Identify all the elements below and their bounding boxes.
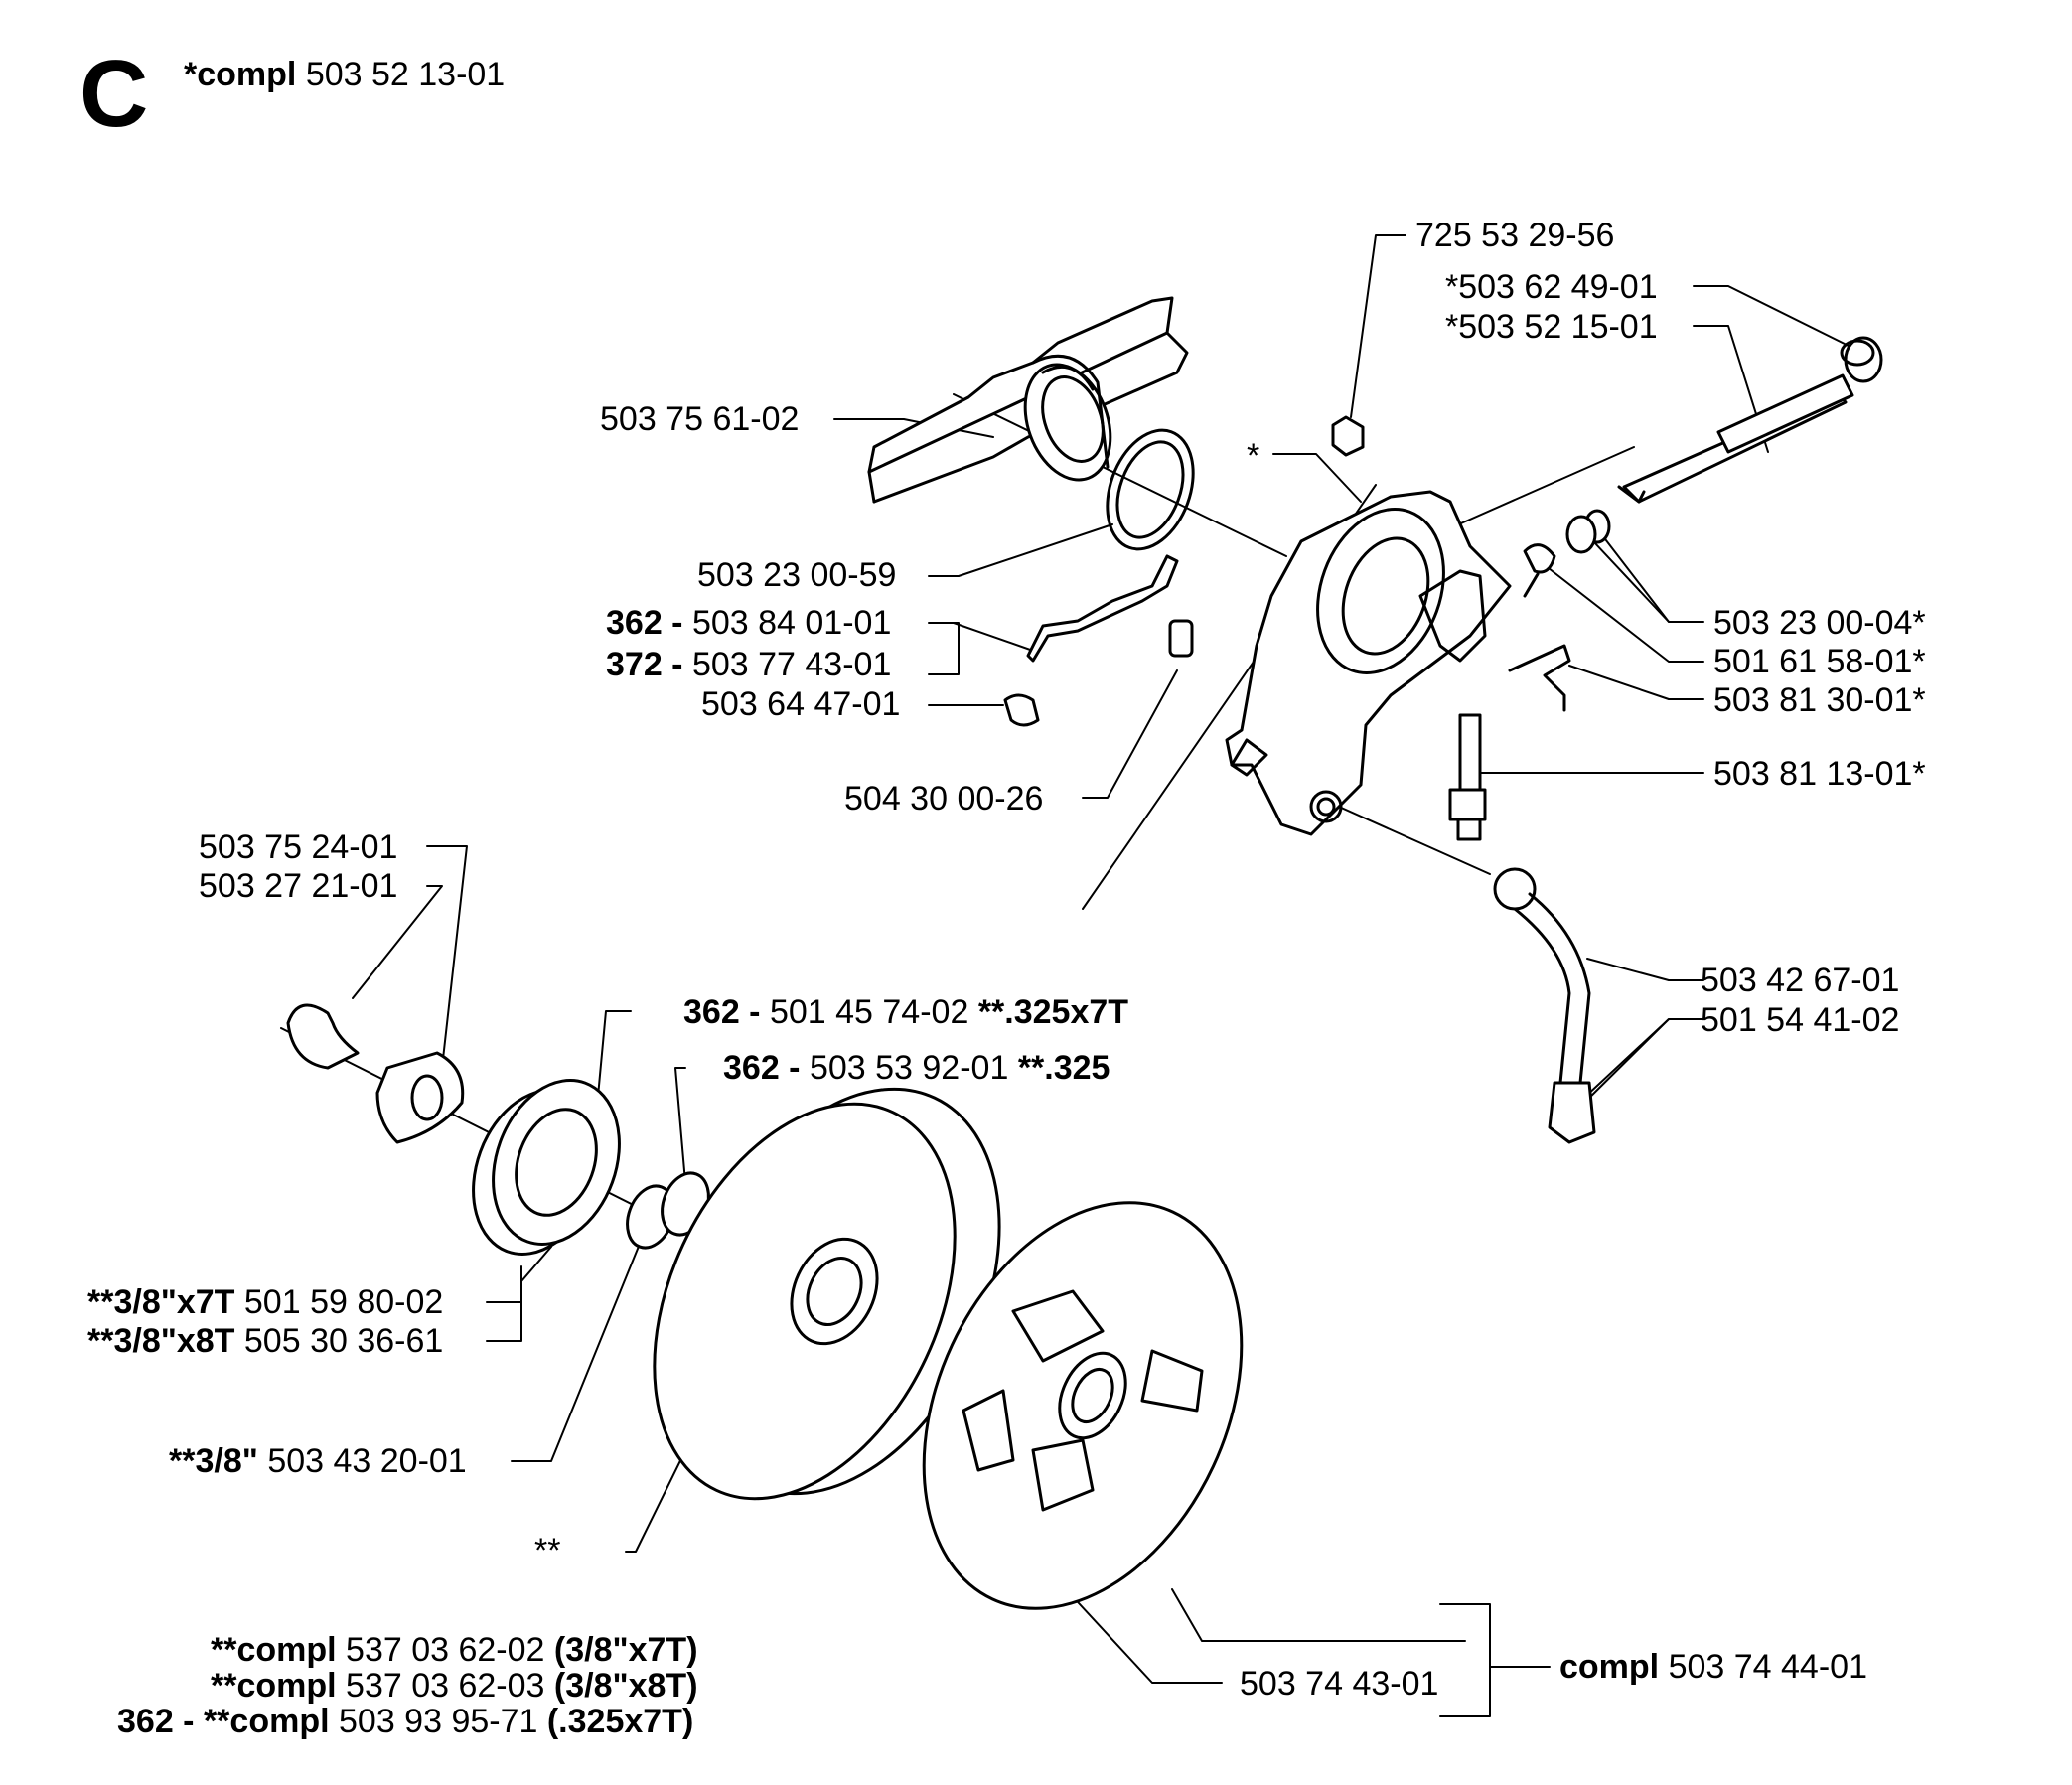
part-725532956[interactable]: 725 53 29-56 bbox=[1415, 217, 1615, 254]
compl-number: 503 74 44-01 bbox=[1668, 1648, 1867, 1686]
part-503756102[interactable]: 503 75 61-02 bbox=[600, 400, 800, 438]
model-prefix: 362 - bbox=[723, 1049, 801, 1087]
part-501615801[interactable]: 501 61 58-01* bbox=[1713, 643, 1926, 680]
part-number: 537 03 62-02 bbox=[346, 1631, 545, 1669]
leader-lines bbox=[353, 235, 1862, 1716]
variant-suffix: (3/8"x8T) bbox=[553, 1667, 698, 1705]
part-503840101[interactable]: 362 - 503 84 01-01 bbox=[606, 604, 891, 642]
rim-sprocket bbox=[452, 1063, 642, 1272]
part-503811301[interactable]: 503 81 13-01* bbox=[1713, 755, 1926, 793]
compl-prefix: **compl bbox=[211, 1631, 337, 1669]
part-503272101[interactable]: 503 27 21-01 bbox=[199, 867, 398, 905]
compl-assembly-right[interactable]: compl 503 74 44-01 bbox=[1559, 1648, 1867, 1686]
star-marker: * bbox=[1247, 437, 1260, 475]
part-503539201[interactable]: 362 - 503 53 92-01 **.325 bbox=[723, 1049, 1110, 1087]
part-number: 501 45 74-02 bbox=[769, 993, 969, 1031]
part-number: 505 30 36-61 bbox=[243, 1322, 444, 1360]
pump-housing bbox=[1227, 492, 1510, 834]
footer-assembly-2[interactable]: **compl 537 03 62-03 (3/8"x8T) bbox=[211, 1667, 698, 1705]
variant-suffix: **.325x7T bbox=[977, 993, 1129, 1031]
part-number: 503 77 43-01 bbox=[691, 646, 892, 683]
oil-pipe bbox=[1028, 556, 1177, 661]
variant-prefix: **3/8" bbox=[169, 1442, 258, 1480]
part-number: 501 59 80-02 bbox=[243, 1283, 444, 1321]
part-503230004[interactable]: 503 23 00-04* bbox=[1713, 604, 1926, 642]
footer-assembly-1[interactable]: **compl 537 03 62-02 (3/8"x7T) bbox=[211, 1631, 698, 1669]
part-503432001[interactable]: **3/8" 503 43 20-01 bbox=[169, 1442, 467, 1480]
clutch-shoes bbox=[862, 1151, 1304, 1660]
part-503644701[interactable]: 503 64 47-01 bbox=[701, 685, 901, 723]
part-number: 537 03 62-03 bbox=[346, 1667, 545, 1705]
cap bbox=[1846, 338, 1881, 381]
compl-prefix: **compl bbox=[211, 1667, 337, 1705]
part-503521501[interactable]: *503 52 15-01 bbox=[1445, 308, 1658, 346]
variant-suffix: (3/8"x7T) bbox=[553, 1631, 698, 1669]
part-501457402[interactable]: 362 - 501 45 74-02 **.325x7T bbox=[683, 993, 1128, 1031]
spring-clip bbox=[1510, 646, 1569, 710]
part-503426701[interactable]: 503 42 67-01 bbox=[1701, 962, 1900, 999]
part-503744301[interactable]: 503 74 43-01 bbox=[1240, 1665, 1439, 1703]
part-504300026[interactable]: 504 30 00-26 bbox=[844, 780, 1044, 818]
part-number: 503 93 95-71 bbox=[339, 1703, 538, 1740]
section-letter: C bbox=[79, 41, 149, 147]
part-503624901[interactable]: *503 62 49-01 bbox=[1445, 268, 1658, 306]
o-ring bbox=[1092, 418, 1209, 561]
part-501544102[interactable]: 501 54 41-02 bbox=[1701, 1001, 1900, 1039]
assembly-header: *compl 503 52 13-01 bbox=[184, 56, 505, 93]
oil-hose bbox=[1495, 869, 1594, 1142]
compl-prefix: *compl bbox=[184, 56, 297, 93]
clutch-drum bbox=[595, 1039, 1061, 1547]
part-501598002[interactable]: **3/8"x7T 501 59 80-02 bbox=[87, 1283, 443, 1321]
adjust-screw bbox=[1450, 715, 1485, 839]
oil-pump-drive bbox=[869, 298, 1187, 502]
compl-prefix: compl bbox=[1559, 1648, 1660, 1686]
washer bbox=[377, 1053, 463, 1142]
part-503813001[interactable]: 503 81 30-01* bbox=[1713, 681, 1926, 719]
variant-prefix: **3/8"x7T bbox=[87, 1283, 235, 1321]
variant-suffix: **.325 bbox=[1017, 1049, 1110, 1087]
circlip bbox=[288, 1005, 358, 1068]
model-prefix: 362 - bbox=[606, 604, 683, 642]
part-number: 503 84 01-01 bbox=[691, 604, 892, 642]
part-number: 503 53 92-01 bbox=[809, 1049, 1009, 1087]
model-prefix: 372 - bbox=[606, 646, 683, 683]
double-star-marker: ** bbox=[534, 1532, 561, 1569]
variant-prefix: **3/8"x8T bbox=[87, 1322, 235, 1360]
part-503752401[interactable]: 503 75 24-01 bbox=[199, 828, 398, 866]
part-503774301[interactable]: 372 - 503 77 43-01 bbox=[606, 646, 891, 683]
model-prefix: 362 - bbox=[683, 993, 761, 1031]
compl-number: 503 52 13-01 bbox=[305, 56, 506, 93]
part-number: 503 43 20-01 bbox=[267, 1442, 467, 1480]
compl-prefix: **compl bbox=[203, 1703, 330, 1740]
part-505303661[interactable]: **3/8"x8T 505 30 36-61 bbox=[87, 1322, 443, 1360]
model-prefix: 362 - bbox=[117, 1703, 195, 1740]
pump-piston bbox=[1619, 375, 1852, 502]
footer-assembly-3[interactable]: 362 - **compl 503 93 95-71 (.325x7T) bbox=[117, 1703, 693, 1740]
part-503230059[interactable]: 503 23 00-59 bbox=[697, 556, 897, 594]
variant-suffix: (.325x7T) bbox=[546, 1703, 694, 1740]
